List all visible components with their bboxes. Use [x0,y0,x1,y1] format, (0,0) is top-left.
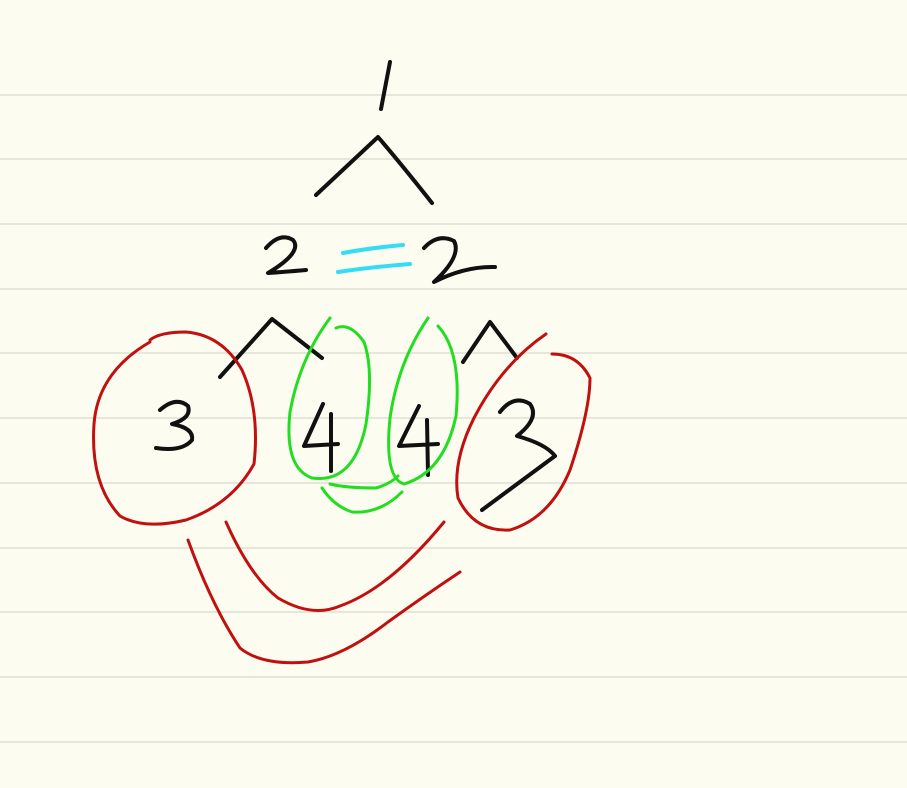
level2-node-left [264,235,308,275]
level3-node-3-left [154,399,195,451]
branch-right [461,320,519,364]
level3-node-4-left [302,402,340,473]
level3-node-3-right [480,398,557,512]
inner-pair-circle-right [387,316,459,486]
outer-pair-circle-left [92,330,257,526]
outer-pair-link-outer [186,538,462,665]
outer-pair-circle-right [455,332,592,532]
equals-mark [336,243,412,274]
tree-ink [154,60,557,512]
outer-pair-link-inner [224,520,446,612]
equals-upper-stroke [341,243,405,255]
outer-pair-annotation [92,330,592,665]
ruled-lines [0,94,907,743]
inner-pair-circle-left [287,316,372,481]
branch-root [314,135,434,205]
branch-left [218,317,324,379]
level3-node-4-right [397,404,440,477]
root-node-1 [379,60,392,111]
inner-pair-link [320,474,404,514]
inner-pair-annotation [287,316,459,514]
level2-node-right [422,236,497,284]
equals-lower-stroke [336,262,412,274]
